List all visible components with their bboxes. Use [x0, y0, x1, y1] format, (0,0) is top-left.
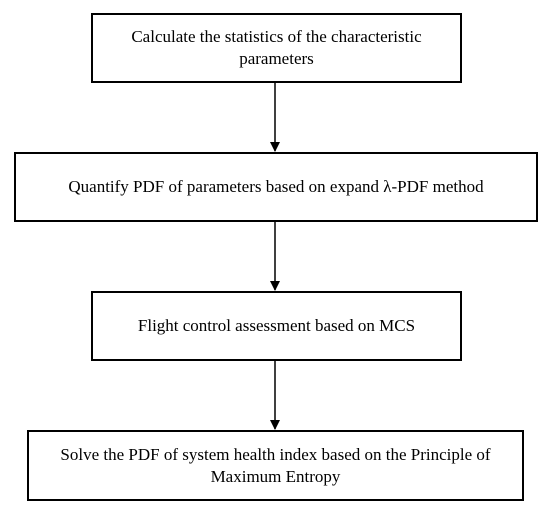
step-4-label: Solve the PDF of system health index bas…: [60, 444, 491, 486]
step-4-box: Solve the PDF of system health index bas…: [27, 430, 524, 501]
step-1-box: Calculate the statistics of the characte…: [91, 13, 462, 83]
step-2-label: Quantify PDF of parameters based on expa…: [68, 177, 484, 196]
step-3-box: Flight control assessment based on MCS: [91, 291, 462, 361]
step-2-box: Quantify PDF of parameters based on expa…: [14, 152, 538, 222]
step-3-label: Flight control assessment based on MCS: [137, 316, 416, 335]
step-1-label: Calculate the statistics of the characte…: [131, 27, 422, 68]
